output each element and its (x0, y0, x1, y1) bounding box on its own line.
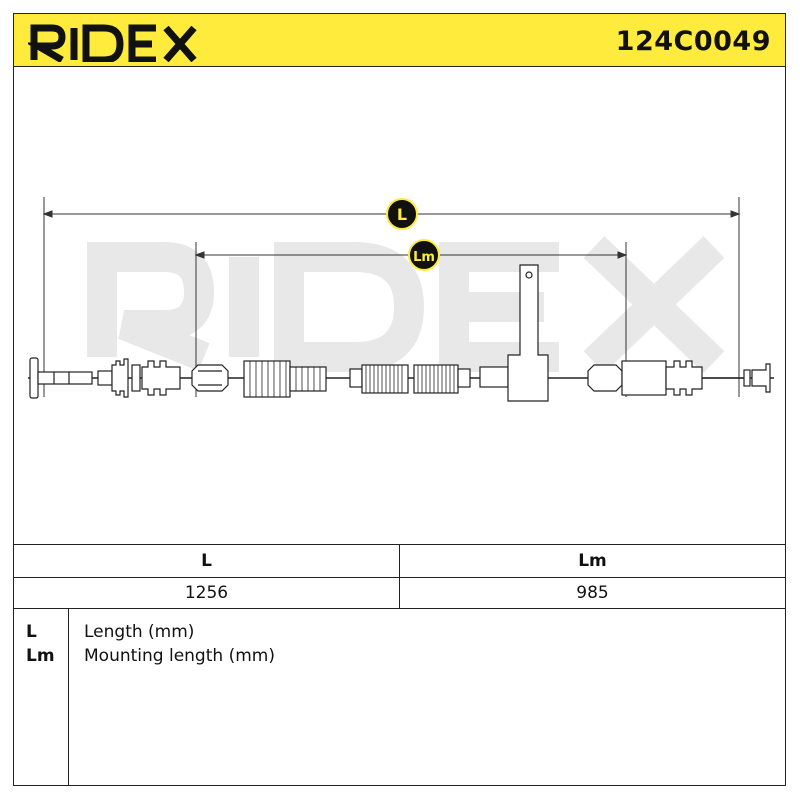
header-band: 124C0049 (14, 14, 785, 67)
legend-item: L Length (mm) (14, 620, 194, 644)
brake-cable (28, 264, 774, 402)
legend-description: Mounting length (mm) (84, 646, 275, 666)
legend: L Length (mm) Lm Mounting length (mm) (14, 608, 785, 785)
table-header-L: L (201, 551, 212, 571)
marker-Lm-label: Lm (413, 250, 435, 265)
legend-key: Lm (26, 646, 55, 666)
ridex-logo-icon (28, 24, 197, 62)
cable-drawing: L Lm (28, 197, 774, 402)
marker-L-label: L (397, 205, 407, 224)
part-number: 124C0049 (615, 26, 771, 57)
table-value-L: 1256 (184, 583, 229, 603)
table-row: 1256 985 (14, 577, 785, 609)
legend-description: Length (mm) (84, 622, 195, 642)
legend-item: Lm Mounting length (mm) (14, 644, 275, 668)
legend-divider (68, 608, 69, 785)
product-sheet: 124C0049 L (13, 13, 786, 786)
table-header-Lm: Lm (399, 545, 785, 577)
table-header-row: L Lm (14, 544, 785, 577)
table-value-Lm: 985 (399, 578, 785, 608)
marker-L: L (386, 198, 418, 230)
legend-key: L (26, 622, 37, 642)
ridex-watermark (87, 236, 725, 373)
marker-Lm: Lm (408, 239, 440, 271)
